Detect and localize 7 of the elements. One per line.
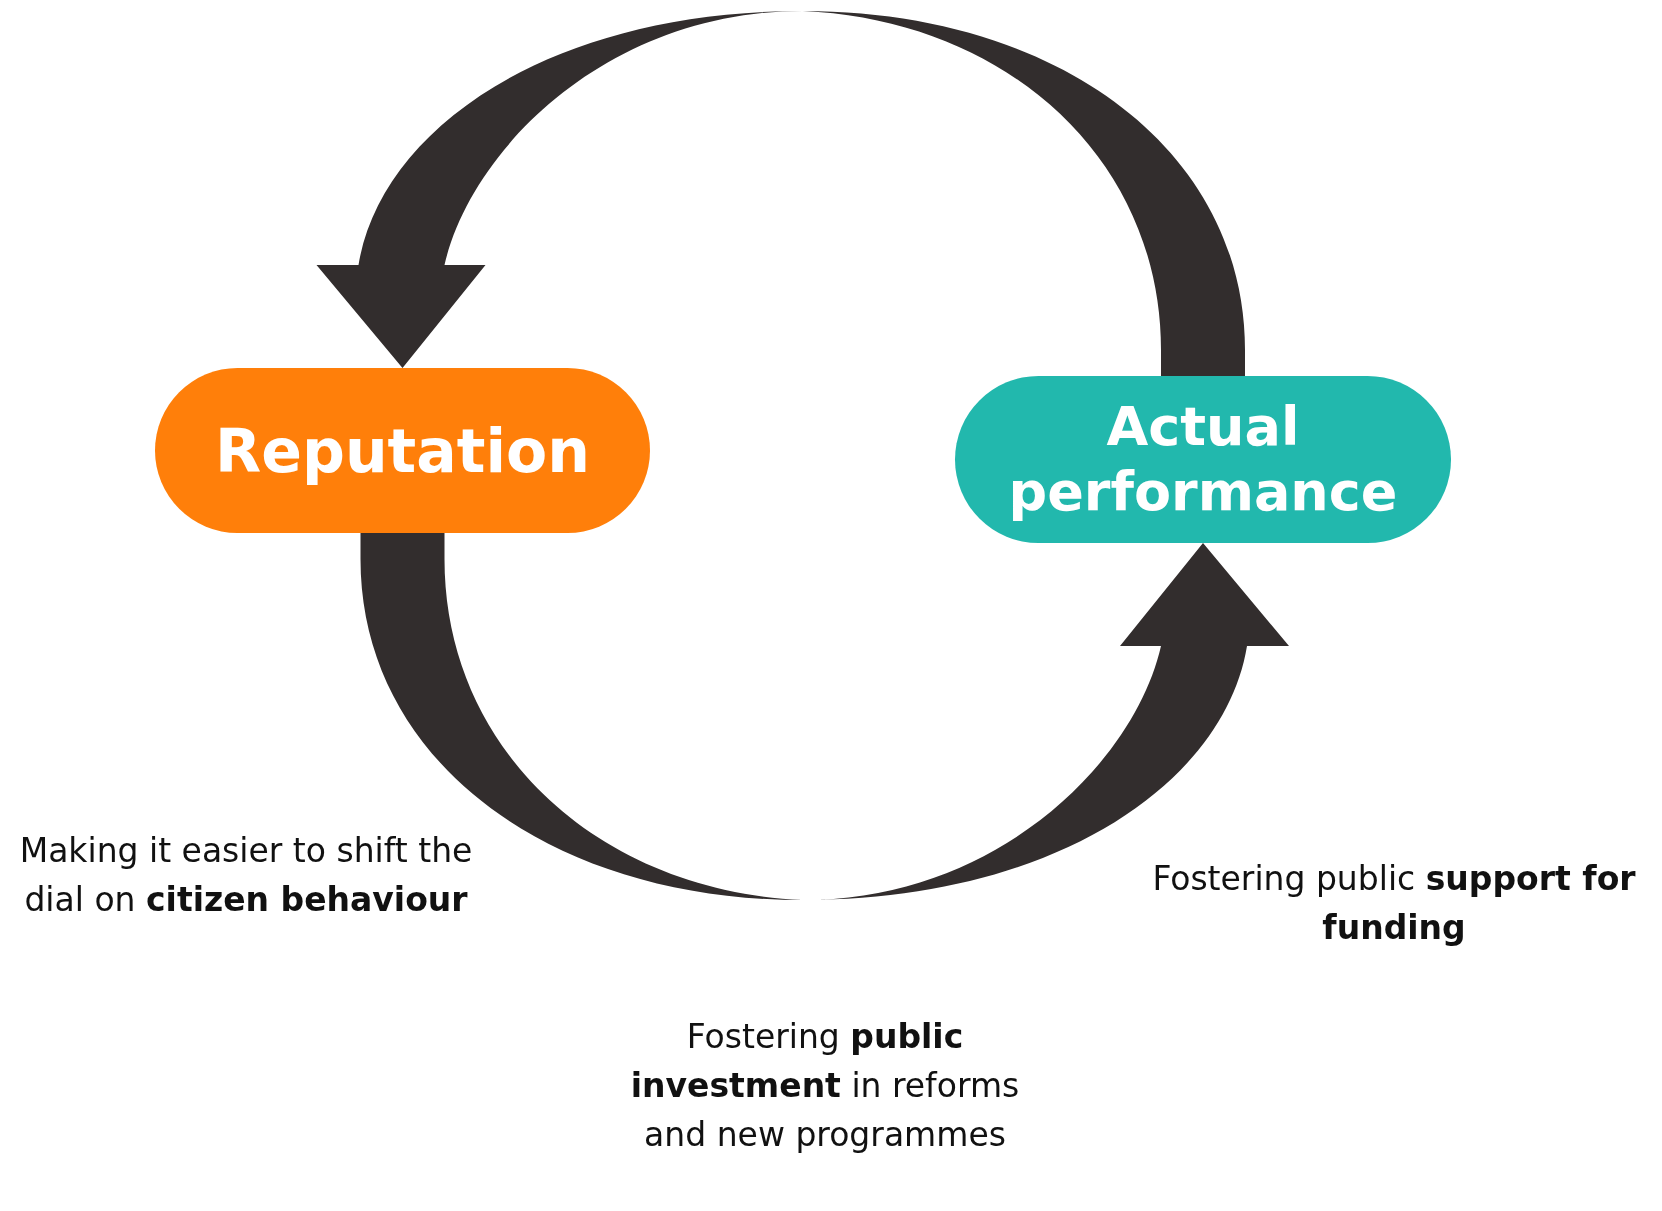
node-label: Actual performance xyxy=(1007,394,1399,525)
annotation-text: Fostering public investment in reforms and new programmes xyxy=(610,1012,1040,1159)
curved-arrow xyxy=(360,533,1289,900)
annotation-text: Fostering public support for funding xyxy=(1132,854,1656,952)
curved-arrow xyxy=(316,11,1245,376)
annotation-text: Making it easier to shift the dial on citizen behaviour xyxy=(6,826,486,924)
node-label: Reputation xyxy=(215,414,590,487)
